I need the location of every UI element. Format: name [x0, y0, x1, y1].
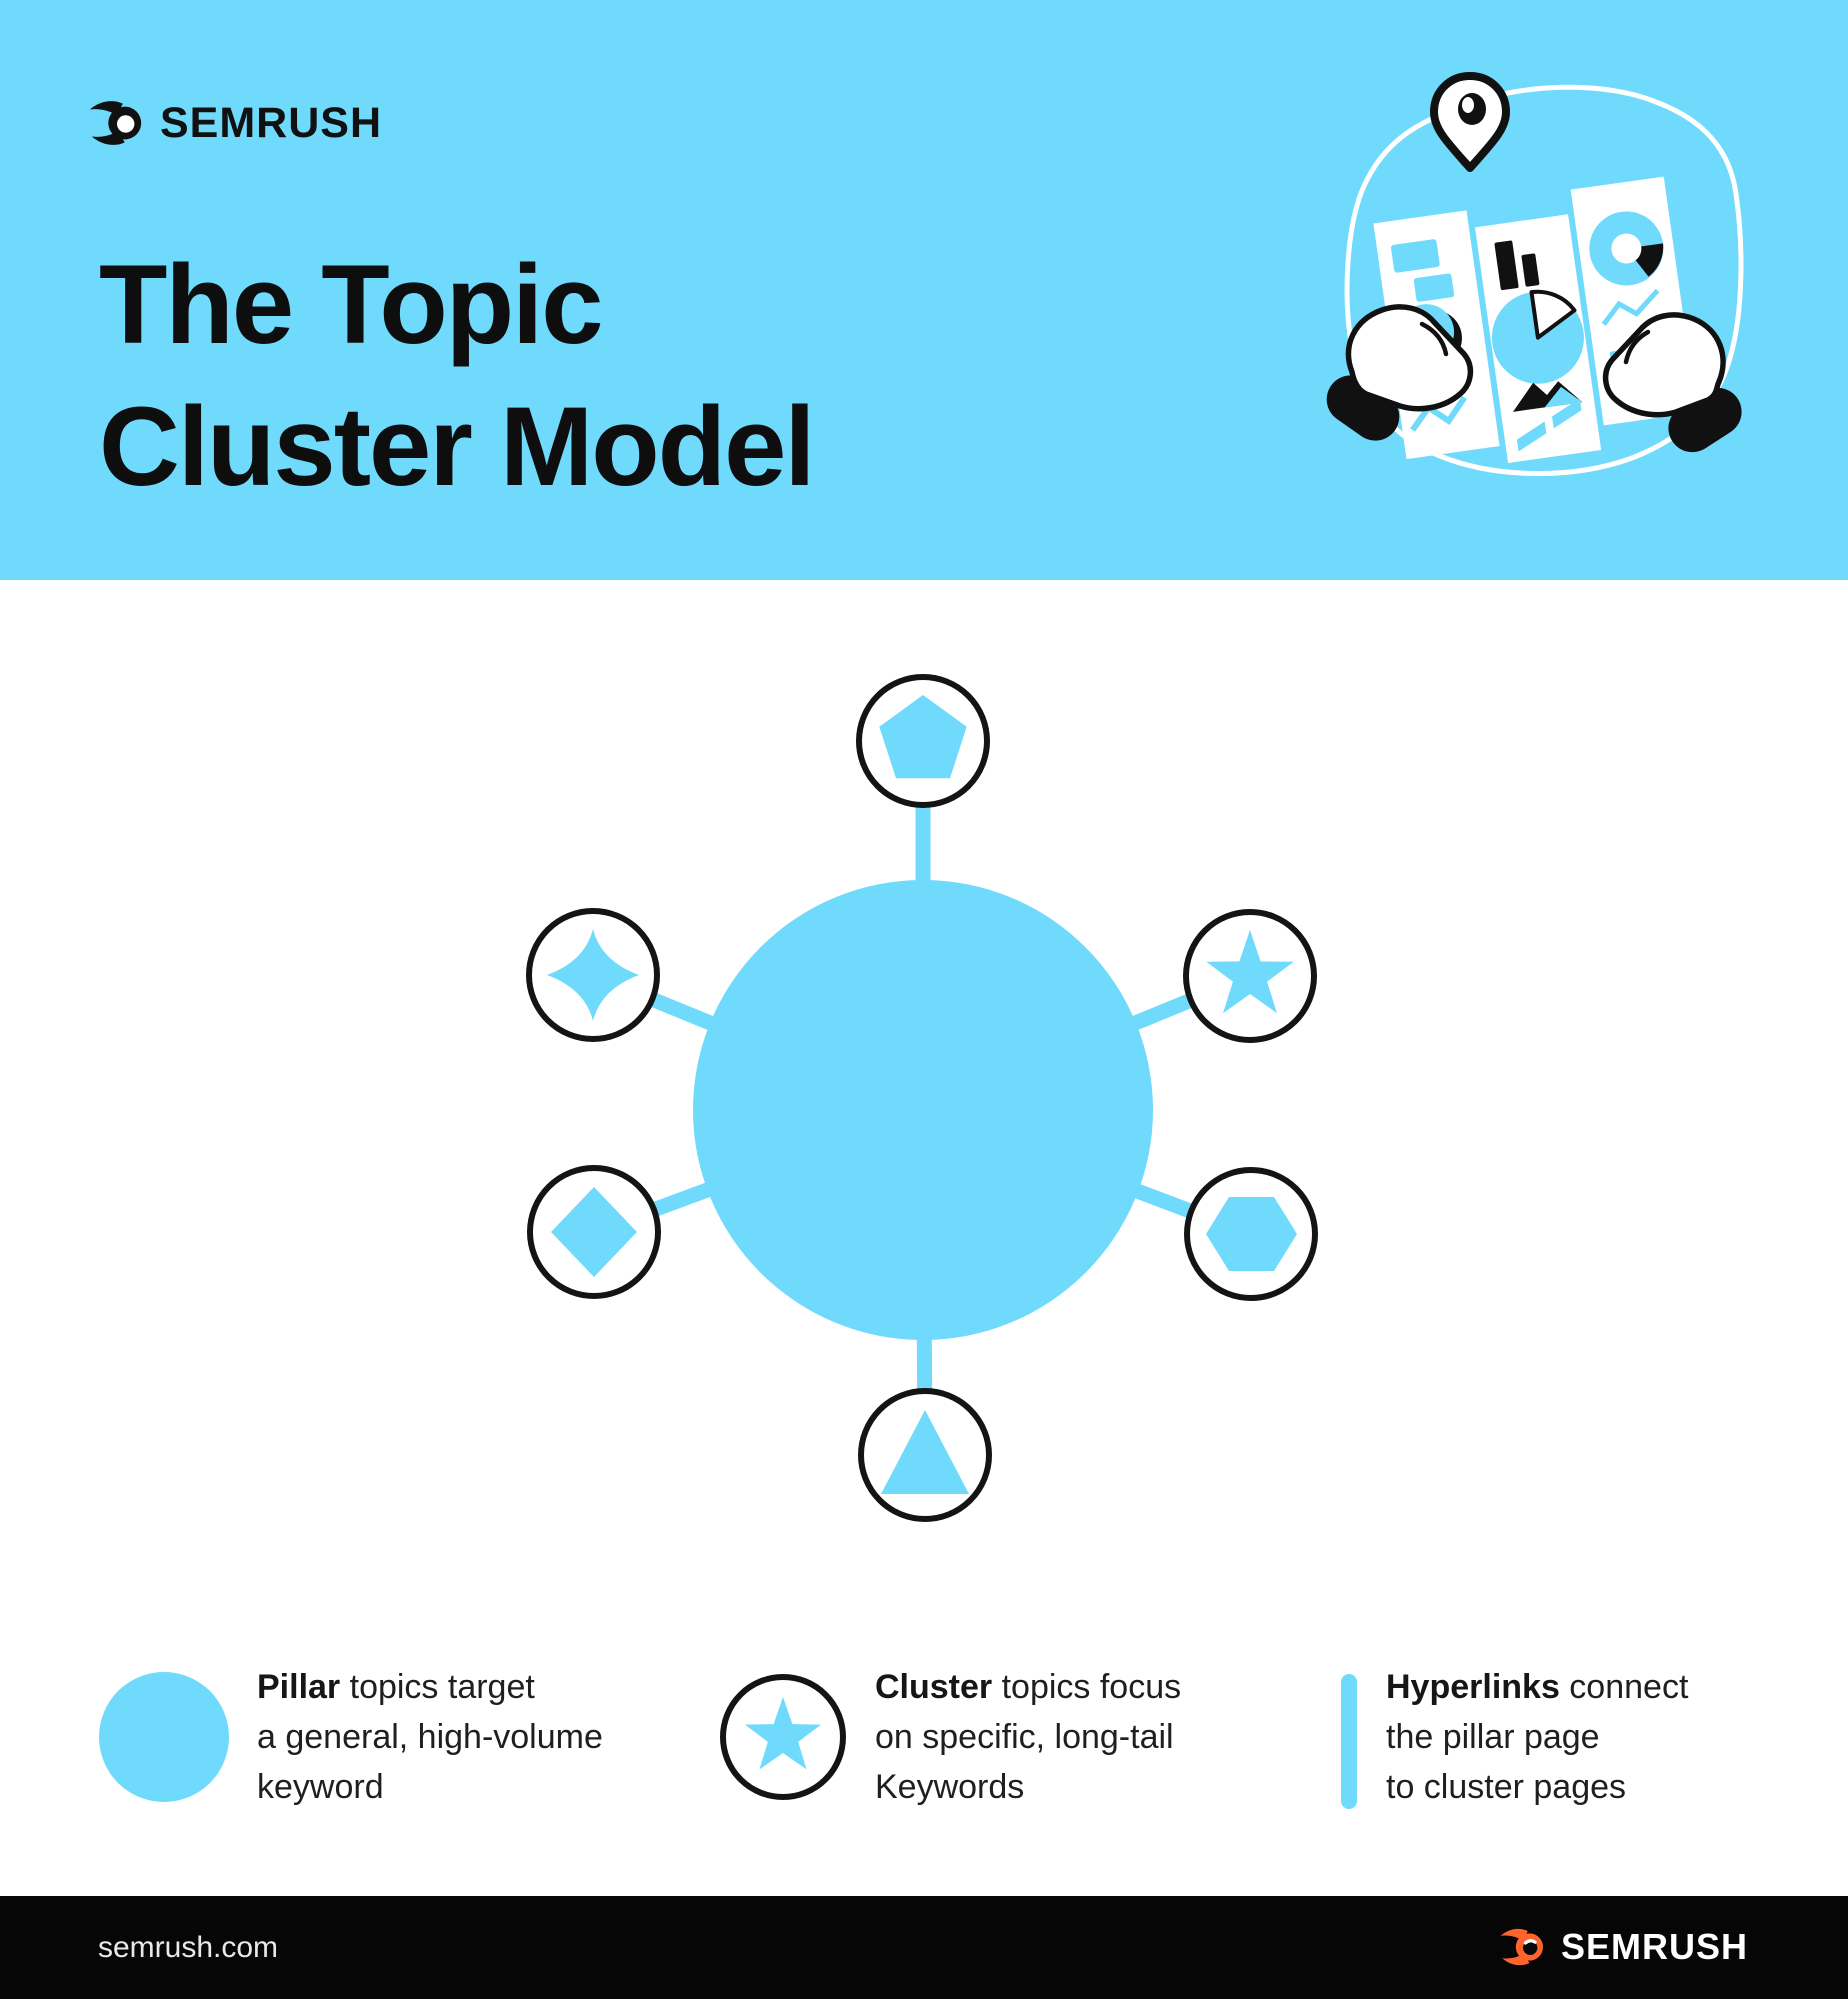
pillar-circle-icon: [99, 1672, 229, 1802]
footer-semrush-logo: SEMRUSH: [1499, 1925, 1748, 1969]
right-hand: [1602, 312, 1742, 453]
map-illustration: [1326, 72, 1744, 477]
location-pin-icon: [1430, 72, 1510, 172]
semrush-comet-icon: [89, 101, 142, 145]
title-line-1: The Topic: [99, 242, 604, 367]
left-hand: [1326, 304, 1474, 441]
footer-url: semrush.com: [98, 1930, 279, 1964]
hyperlink-bar-icon: [1341, 1674, 1357, 1809]
illustration-blob-outline: [1344, 84, 1744, 477]
legend-term: Cluster: [875, 1668, 993, 1706]
legend-term: Pillar: [257, 1668, 341, 1706]
legend-term: Hyperlinks: [1386, 1668, 1560, 1706]
semrush-logo: SEMRUSH: [88, 96, 382, 150]
cluster-star-icon: [720, 1674, 846, 1800]
semrush-wordmark: SEMRUSH: [1560, 1926, 1748, 1967]
semrush-wordmark: SEMRUSH: [160, 98, 383, 147]
star-glyph: [745, 1697, 821, 1770]
title-line-2: Cluster Model: [99, 384, 816, 509]
semrush-comet-icon: [1500, 1928, 1543, 1966]
